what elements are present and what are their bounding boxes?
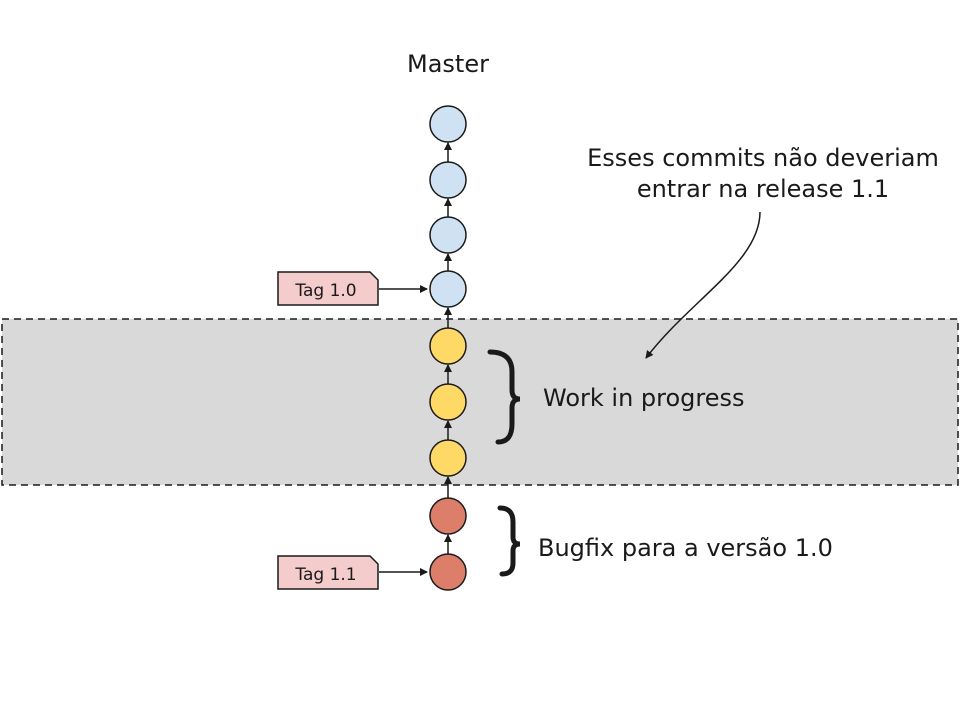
commit-node-released[interactable] — [429, 216, 467, 254]
branch-title: Master — [407, 50, 489, 78]
note-line-2: entrar na release 1.1 — [637, 175, 889, 203]
tag-1-1-shape — [277, 555, 379, 590]
wip-brace — [487, 349, 521, 445]
bugfix-label: Bugfix para a versão 1.0 — [538, 534, 833, 562]
commit-node-bugfix[interactable] — [429, 497, 467, 535]
commit-chain — [429, 105, 467, 591]
note-line-1: Esses commits não deveriam — [587, 144, 939, 172]
bugfix-brace — [497, 505, 521, 577]
commit-node-released[interactable] — [429, 105, 467, 143]
tag-1-0[interactable]: Tag 1.0 — [277, 271, 379, 306]
commit-node-released[interactable] — [429, 161, 467, 199]
commit-node-released[interactable] — [429, 270, 467, 308]
tag-1-0-label: Tag 1.0 — [294, 281, 356, 301]
wip-label: Work in progress — [543, 384, 745, 412]
commit-node-work-in-progress[interactable] — [429, 327, 467, 365]
commit-node-bugfix[interactable] — [429, 553, 467, 591]
commit-node-work-in-progress[interactable] — [429, 439, 467, 477]
note-arrow — [645, 211, 761, 359]
tag-1-1-label: Tag 1.1 — [294, 565, 356, 585]
commit-node-work-in-progress[interactable] — [429, 383, 467, 421]
tag-1-1[interactable]: Tag 1.1 — [277, 555, 379, 590]
tag-1-0-shape — [277, 271, 379, 306]
wip-band — [1, 318, 959, 486]
